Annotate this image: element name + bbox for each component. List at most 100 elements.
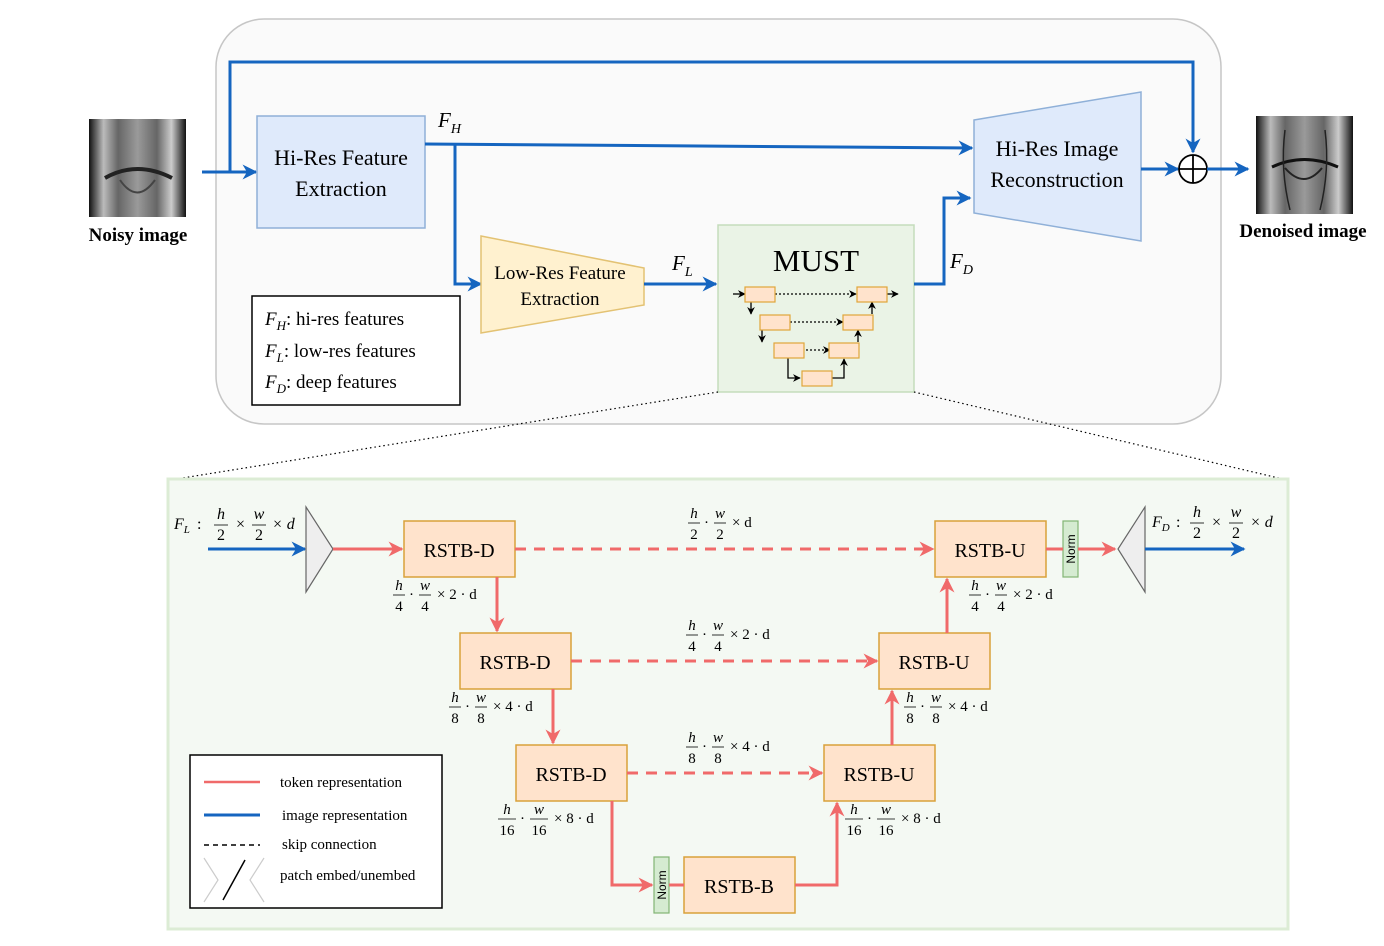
svg-text:4: 4 (421, 599, 429, 615)
svg-text:h: h (971, 578, 979, 594)
svg-text:×: × (1212, 514, 1221, 531)
svg-text:4: 4 (714, 639, 722, 655)
svg-text::: : (197, 516, 201, 533)
rstb-b-block[interactable]: RSTB-B (683, 856, 796, 914)
svg-text:FH: hi-res features: FH: hi-res features (264, 309, 404, 333)
lowres-feature-extraction-block (480, 235, 645, 334)
svg-text:·: · (920, 699, 925, 715)
svg-text:16: 16 (532, 823, 548, 839)
fl-label: FL (671, 251, 693, 280)
svg-text:2: 2 (217, 527, 225, 544)
rstb-d3-block[interactable]: RSTB-D (515, 744, 628, 802)
rstb-d2-block[interactable]: RSTB-D (459, 632, 572, 690)
svg-text:h: h (688, 730, 696, 746)
norm-block-output: Norm (1062, 520, 1079, 578)
dim-label-down3: h16·w16× 8 · d (498, 802, 594, 839)
dim-label-skip3: h8·w8× 4 · d (686, 730, 770, 767)
svg-text:16: 16 (879, 823, 895, 839)
svg-text:w: w (715, 506, 725, 522)
svg-text:w: w (254, 506, 265, 523)
svg-text:w: w (931, 690, 941, 706)
hires-image-reconstruction-label-1: Hi-Res Image (996, 136, 1119, 161)
rstb-u3-block[interactable]: RSTB-U (823, 744, 936, 802)
svg-text:·: · (867, 811, 872, 827)
svg-text:patch embed/unembed: patch embed/unembed (280, 868, 416, 884)
hires-image-reconstruction-block (973, 91, 1142, 242)
svg-text:× 8 · d: × 8 · d (901, 811, 941, 827)
dim-label-skip2: h4·w4× 2 · d (686, 618, 770, 655)
global-skip-connection (228, 60, 1201, 172)
svg-text:·: · (465, 699, 470, 715)
svg-text:RSTB-D: RSTB-D (423, 540, 494, 562)
svg-text:skip connection: skip connection (282, 837, 377, 853)
denoised-image-label: Denoised image (1239, 221, 1366, 242)
svg-text:w: w (1231, 504, 1242, 521)
must-input-dim-label: FL : h 2 × w 2 × d (173, 506, 296, 544)
svg-text:FL: FL (173, 516, 190, 536)
patch-embed-shape (305, 504, 334, 595)
svg-text:2: 2 (1193, 525, 1201, 542)
svg-text:RSTB-D: RSTB-D (535, 764, 606, 786)
svg-text:8: 8 (932, 711, 940, 727)
hires-image-reconstruction-label-2: Reconstruction (990, 167, 1123, 192)
dim-label-up3: h16·w16× 8 · d (845, 802, 941, 839)
noisy-image (89, 119, 186, 217)
svg-text:2: 2 (690, 527, 698, 543)
fh-label: FH (437, 108, 462, 137)
svg-text:RSTB-D: RSTB-D (479, 652, 550, 674)
feature-legend-item: FH: hi-res features (264, 309, 404, 333)
rstb-d1-block[interactable]: RSTB-D (403, 520, 516, 578)
norm-block-bottleneck: Norm (653, 856, 670, 914)
svg-text:image representation: image representation (282, 808, 408, 824)
svg-text:× d: × d (1250, 514, 1274, 531)
feature-legend-item: FD: deep features (264, 372, 397, 396)
svg-text:h: h (850, 802, 858, 818)
svg-text:w: w (713, 730, 723, 746)
svg-text:8: 8 (477, 711, 485, 727)
svg-text:× d: × d (272, 516, 296, 533)
legend-item-image: image representation (204, 808, 408, 824)
legend-item-patch: patch embed/unembed (203, 857, 416, 903)
svg-text:× 4 · d: × 4 · d (730, 739, 770, 755)
svg-text:h: h (503, 802, 511, 818)
svg-text:h: h (906, 690, 914, 706)
pipeline-panel (215, 18, 1222, 425)
feature-legend-box (251, 295, 461, 406)
svg-text:token representation: token representation (280, 775, 403, 791)
must-title: MUST (773, 243, 859, 278)
svg-text:·: · (985, 587, 990, 603)
svg-text:× 8 · d: × 8 · d (554, 811, 594, 827)
rstb-u1-block[interactable]: RSTB-U (934, 520, 1047, 578)
svg-text:w: w (476, 690, 486, 706)
svg-text:h: h (688, 618, 696, 634)
svg-text:·: · (702, 627, 707, 643)
svg-text:× d: × d (732, 515, 752, 531)
svg-text:4: 4 (971, 599, 979, 615)
svg-text:w: w (713, 618, 723, 634)
legend-item-skip: skip connection (204, 837, 377, 853)
hires-feature-extraction-label-2: Extraction (295, 176, 387, 201)
dim-label-down2: h8·w8× 4 · d (449, 690, 533, 727)
dim-label-down1: h4·w4× 2 · d (393, 578, 477, 615)
svg-text:× 2 · d: × 2 · d (730, 627, 770, 643)
b-to-u3-arrow (795, 801, 845, 887)
svg-text:2: 2 (716, 527, 724, 543)
svg-text:× 4 · d: × 4 · d (493, 699, 533, 715)
d3-to-norm-arrow (610, 801, 654, 893)
dim-label-up2: h8·w8× 4 · d (904, 690, 988, 727)
svg-text:16: 16 (847, 823, 863, 839)
svg-text:w: w (881, 802, 891, 818)
svg-text:FL: low-res features: FL: low-res features (264, 341, 416, 365)
noisy-image-label: Noisy image (89, 225, 188, 246)
zoom-guide-right (913, 391, 1288, 481)
feature-legend-item: FL: low-res features (264, 341, 416, 365)
svg-text:2: 2 (255, 527, 263, 544)
svg-text:Norm: Norm (655, 870, 669, 899)
svg-text:16: 16 (500, 823, 516, 839)
dim-label-up1: h4·w4× 2 · d (969, 578, 1053, 615)
svg-text:w: w (534, 802, 544, 818)
svg-text:·: · (520, 811, 525, 827)
must-mini-unet-icon (733, 290, 899, 382)
rstb-u2-block[interactable]: RSTB-U (878, 632, 991, 690)
svg-text:RSTB-B: RSTB-B (704, 876, 774, 898)
